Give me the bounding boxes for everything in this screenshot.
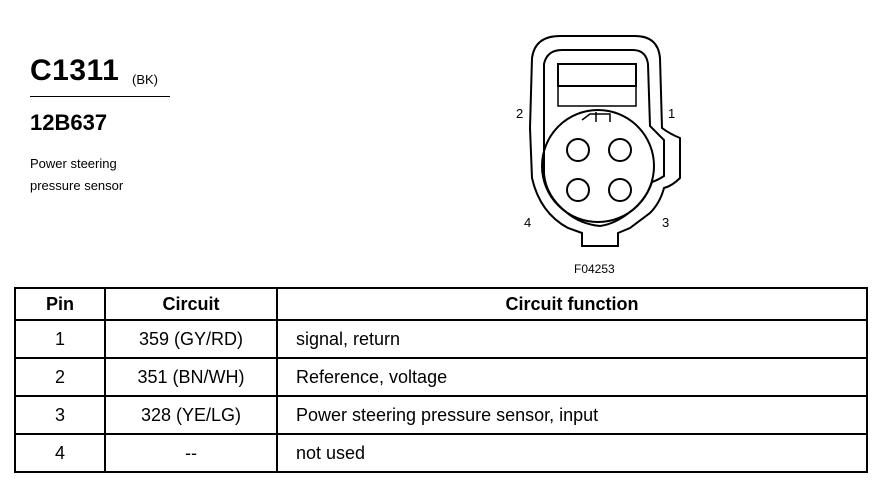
- pin-cavity-4: [566, 178, 590, 202]
- description-line-1: Power steering: [30, 156, 117, 171]
- connector-face: [541, 109, 655, 223]
- table-row: 1 359 (GY/RD) signal, return: [14, 319, 868, 359]
- pin-label-1: 1: [668, 106, 676, 121]
- cell-pin: 2: [14, 357, 106, 397]
- latch-inner: [557, 85, 637, 107]
- key-tab: [581, 113, 611, 122]
- title-underline: [30, 96, 170, 97]
- pin-label-4: 4: [524, 215, 532, 230]
- pin-label-3: 3: [662, 215, 670, 230]
- figure-code: F04253: [574, 262, 615, 276]
- connector-outer-housing: [528, 35, 681, 247]
- table-header-row: Pin Circuit Circuit function: [14, 287, 868, 321]
- color-code: (BK): [132, 72, 158, 87]
- cell-circuit: 359 (GY/RD): [104, 319, 278, 359]
- pin-cavity-1: [608, 138, 632, 162]
- cell-circuit: 328 (YE/LG): [104, 395, 278, 435]
- latch-top: [557, 63, 637, 87]
- table-row: 2 351 (BN/WH) Reference, voltage: [14, 357, 868, 397]
- header-circuit: Circuit: [104, 287, 278, 321]
- cell-circuit: 351 (BN/WH): [104, 357, 278, 397]
- header-pin: Pin: [14, 287, 106, 321]
- table-row: 4 -- not used: [14, 433, 868, 473]
- table-row: 3 328 (YE/LG) Power steering pressure se…: [14, 395, 868, 435]
- cell-function: signal, return: [276, 319, 868, 359]
- cell-function: not used: [276, 433, 868, 473]
- cell-function: Power steering pressure sensor, input: [276, 395, 868, 435]
- part-number: 12B637: [30, 110, 108, 135]
- cell-pin: 1: [14, 319, 106, 359]
- cell-function: Reference, voltage: [276, 357, 868, 397]
- header-circuit-function: Circuit function: [276, 287, 868, 321]
- pin-table: Pin Circuit Circuit function 1 359 (GY/R…: [14, 287, 868, 473]
- connector-diagram: [528, 35, 681, 247]
- cell-circuit: --: [104, 433, 278, 473]
- description-line-2: pressure sensor: [30, 178, 124, 193]
- cell-pin: 3: [14, 395, 106, 435]
- pin-label-2: 2: [516, 106, 524, 121]
- cell-pin: 4: [14, 433, 106, 473]
- pin-cavity-2: [566, 138, 590, 162]
- connector-id: C1311: [30, 54, 120, 87]
- pin-cavity-3: [608, 178, 632, 202]
